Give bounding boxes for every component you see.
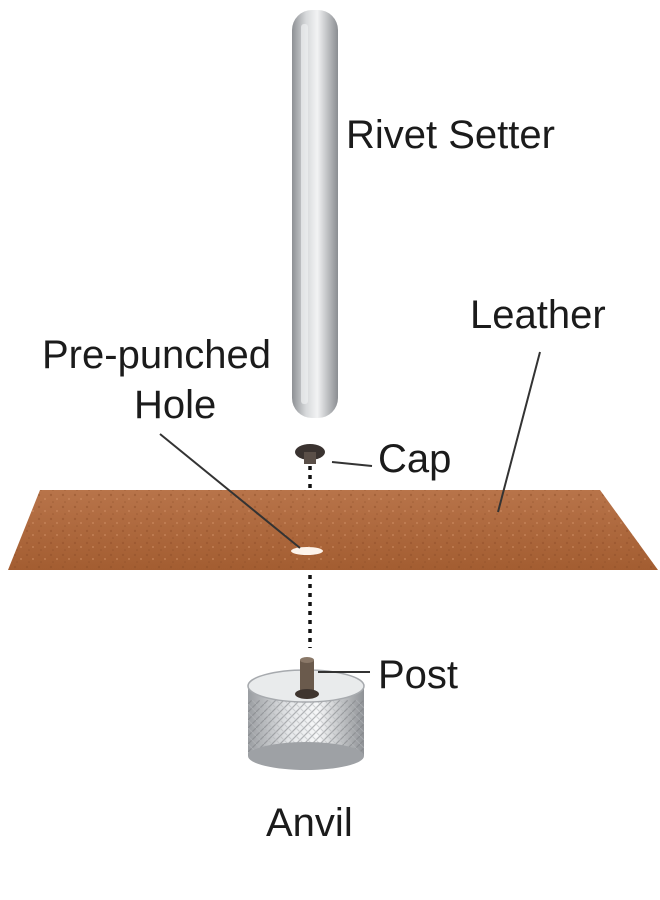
rivet-setter-tool [292, 10, 338, 418]
post-stem [300, 660, 314, 694]
hole-leader-line [159, 433, 301, 549]
post-base [295, 689, 319, 699]
cap-stem [304, 452, 316, 464]
anvil-label: Anvil [266, 801, 353, 845]
leather-texture [8, 490, 658, 570]
hole-label-line2: Hole [134, 383, 216, 427]
post-part [295, 657, 319, 699]
post-label: Post [378, 653, 458, 697]
leather-label: Leather [470, 293, 606, 337]
leather-piece [8, 490, 658, 570]
rivet-setter-label: Rivet Setter [346, 113, 555, 157]
cap-leader-line [331, 461, 373, 467]
leather-leader-line [497, 351, 541, 513]
hole-label-line1: Pre-punched [42, 333, 271, 377]
rivet-setter-rod [292, 10, 338, 418]
cap-part [295, 444, 325, 464]
cap-label: Cap [378, 437, 451, 481]
rivet-setter-highlight [301, 24, 308, 404]
pre-punched-hole [291, 547, 323, 555]
post-tip [300, 657, 314, 663]
anvil-bottom [248, 742, 364, 770]
